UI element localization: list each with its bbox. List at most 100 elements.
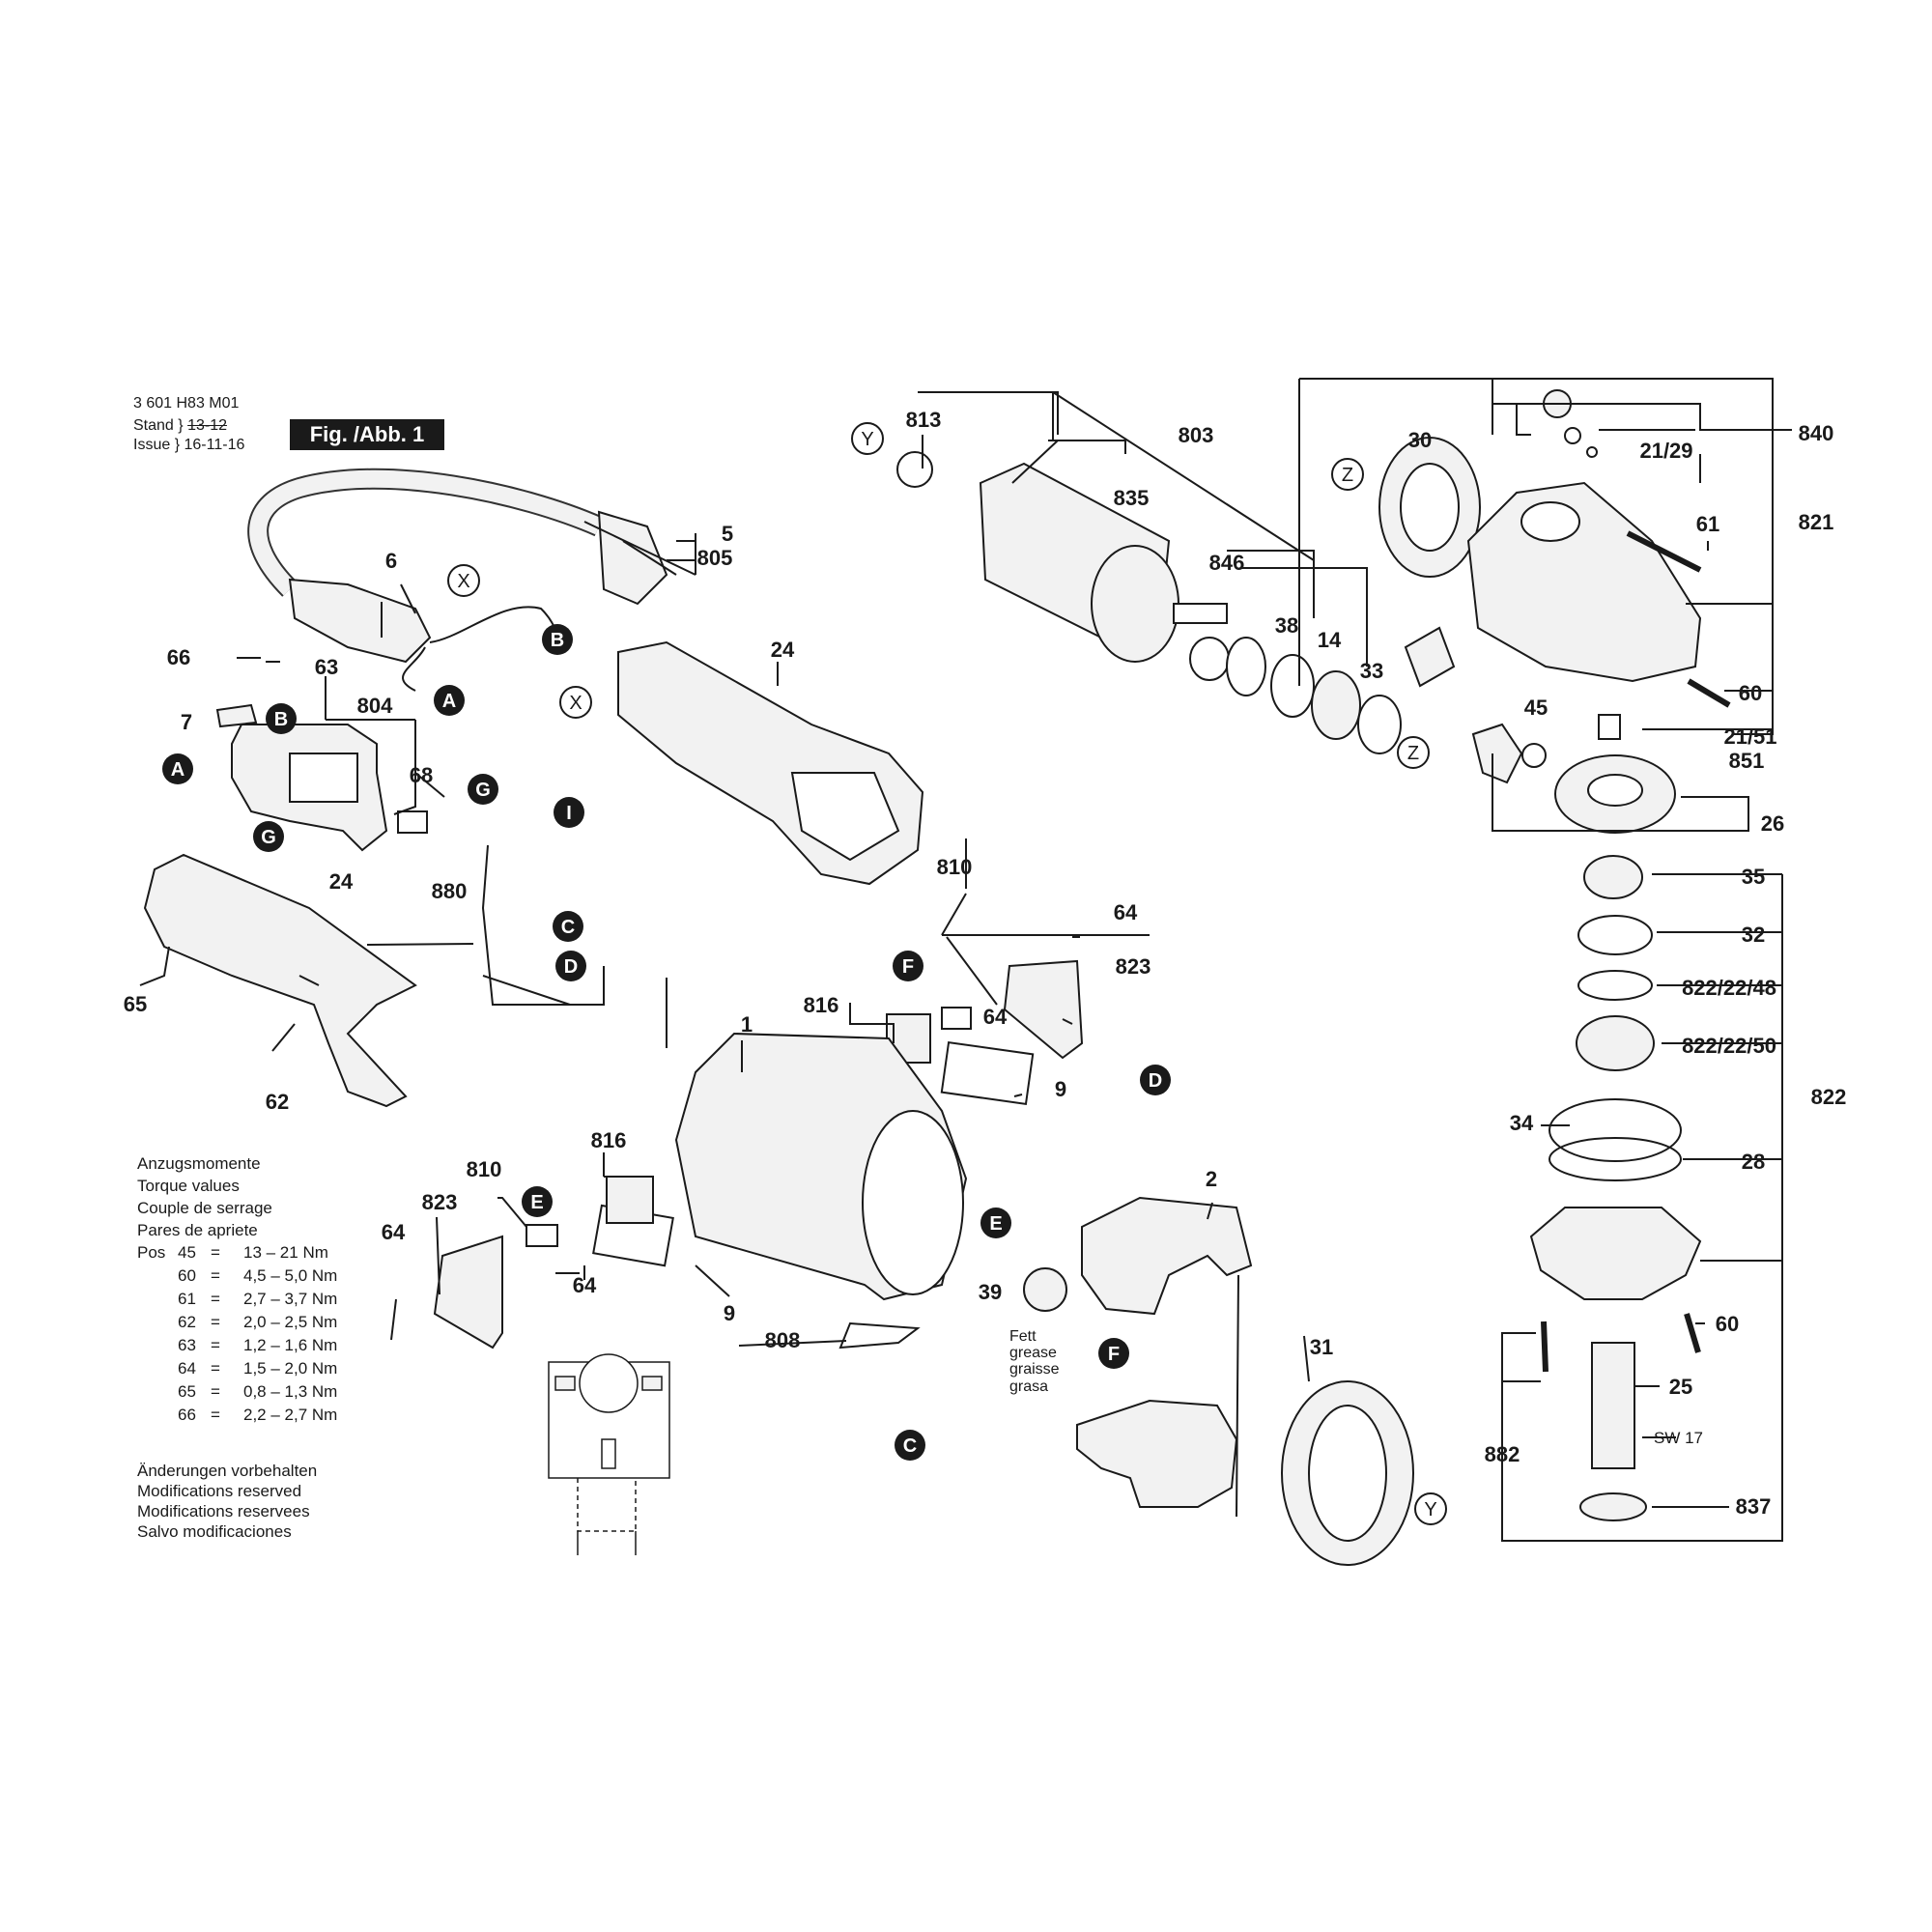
svg-text:X: X: [457, 571, 469, 592]
part-822-22-50: 822/22/50: [1682, 1034, 1776, 1058]
part-835: 835: [1114, 486, 1150, 510]
torque-pos: 63: [178, 1336, 196, 1354]
note-de: Änderungen vorbehalten: [137, 1462, 318, 1480]
brush-holder-816b: [606, 1176, 654, 1224]
pos-label: Pos: [137, 1243, 166, 1262]
svg-text:E: E: [989, 1213, 1002, 1235]
fan-baffle: [1281, 1380, 1414, 1566]
circuit-schematic: [548, 1353, 670, 1555]
stand-label: Stand: [133, 417, 174, 434]
modification-notes: Änderungen vorbehalten Modifications res…: [137, 1461, 317, 1542]
part-804: 804: [357, 694, 393, 718]
field-coil-lower: [1076, 1399, 1238, 1508]
connector-D2: D: [1140, 1065, 1171, 1095]
torque-eq: =: [211, 1266, 220, 1285]
carbon-brush-a: [941, 1007, 972, 1030]
part-33: 33: [1360, 659, 1383, 683]
sleeve-21-51: [1598, 714, 1621, 740]
brace: }: [178, 417, 184, 434]
part-66: 66: [167, 645, 190, 669]
connector-I1: I: [554, 797, 584, 828]
torque-value: 2,2 – 2,7 Nm: [243, 1406, 338, 1424]
part-803: 803: [1179, 423, 1214, 447]
torque-eq: =: [211, 1382, 220, 1401]
torque-row: 61=2,7 – 3,7 Nm: [137, 1288, 341, 1311]
ref-X2: X: [559, 686, 592, 719]
connector-C2: C: [895, 1430, 925, 1461]
handle-half-left: [143, 853, 417, 1108]
torque-eq: =: [211, 1359, 220, 1378]
figure-label: Fig. /Abb. 1: [290, 419, 444, 450]
pinion: [1471, 723, 1523, 784]
part-64-a: 64: [1114, 900, 1138, 924]
svg-text:C: C: [903, 1435, 917, 1457]
motor-housing: [674, 1032, 968, 1301]
ref-Z1: Z: [1331, 458, 1364, 491]
washer-846: [1226, 637, 1266, 696]
torque-title-fr: Couple de serrage: [137, 1199, 272, 1217]
part-7: 7: [181, 710, 192, 734]
reference-markers: X X Y Y Z Z: [447, 422, 1447, 1525]
ref-X1: X: [447, 564, 480, 597]
svg-text:F: F: [902, 956, 914, 978]
torque-title-es: Pares de apriete: [137, 1221, 258, 1239]
screw-60b: [1684, 1313, 1701, 1353]
spring-840: [1564, 427, 1581, 444]
part-846: 846: [1209, 551, 1245, 575]
torque-row: 64=1,5 – 2,0 Nm: [137, 1357, 341, 1380]
part-810-upper: 810: [937, 855, 973, 879]
torque-row: 66=2,2 – 2,7 Nm: [137, 1404, 341, 1427]
nut-45: [1521, 743, 1547, 768]
svg-text:A: A: [171, 759, 185, 781]
o-ring-21-29: [1586, 446, 1598, 458]
gear-housing: [1466, 481, 1702, 683]
part-816-lower: 816: [591, 1128, 627, 1152]
torque-row: 65=0,8 – 1,3 Nm: [137, 1380, 341, 1404]
torque-block: Anzugsmomente Torque values Couple de se…: [137, 1152, 341, 1427]
part-32: 32: [1742, 923, 1765, 947]
svg-text:I: I: [566, 803, 572, 824]
part-30: 30: [1408, 428, 1432, 452]
screw-882: [1541, 1321, 1548, 1373]
part-31: 31: [1310, 1335, 1333, 1359]
svg-text:A: A: [442, 691, 456, 712]
o-ring-28: [1548, 1137, 1682, 1181]
connector-B2: B: [266, 703, 297, 734]
part-24-upper: 24: [771, 638, 795, 662]
part-24-lower: 24: [329, 869, 354, 894]
bearing-35: [1583, 855, 1643, 899]
part-62: 62: [266, 1090, 289, 1114]
part-2: 2: [1206, 1167, 1217, 1191]
ref-Y1: Y: [851, 422, 884, 455]
flange-837: [1579, 1492, 1647, 1521]
cover-plate-823b: [433, 1235, 503, 1350]
grease-note-de: Fett: [1009, 1328, 1037, 1345]
power-cord: [247, 468, 668, 692]
part-822: 822: [1811, 1085, 1847, 1109]
part-9-right: 9: [1055, 1077, 1066, 1101]
issue-value: 16-11-16: [184, 437, 245, 453]
brace: }: [174, 437, 181, 453]
grease-note: Fett grease graisse grasa: [1009, 1328, 1060, 1395]
torque-value: 1,2 – 1,6 Nm: [243, 1336, 338, 1354]
connector-E2: E: [980, 1208, 1011, 1238]
handle-half-upper: [617, 640, 924, 886]
part-35: 35: [1742, 865, 1765, 889]
doc-number: 3 601 H83 M01: [133, 395, 240, 412]
part-numbers: 5 805 6 66 63 804 7 68 880 24 24 65 62 8…: [124, 408, 1847, 1519]
circlip-822-48: [1577, 970, 1653, 1001]
bearing-flange: [1529, 1207, 1702, 1300]
part-61: 61: [1696, 512, 1719, 536]
stand-value: 13-12: [187, 417, 227, 434]
part-60-upper: 60: [1739, 681, 1762, 705]
spindle-25: [1591, 1342, 1635, 1469]
part-25: 25: [1669, 1375, 1692, 1399]
torque-pos: 45: [178, 1243, 196, 1262]
issue-label: Issue: [133, 437, 171, 453]
insulation-card-9b: [940, 1040, 1035, 1106]
ref-Z2: Z: [1397, 736, 1430, 769]
part-39: 39: [979, 1280, 1002, 1304]
grease-note-es: grasa: [1009, 1378, 1048, 1395]
torque-pos: 60: [178, 1266, 196, 1285]
